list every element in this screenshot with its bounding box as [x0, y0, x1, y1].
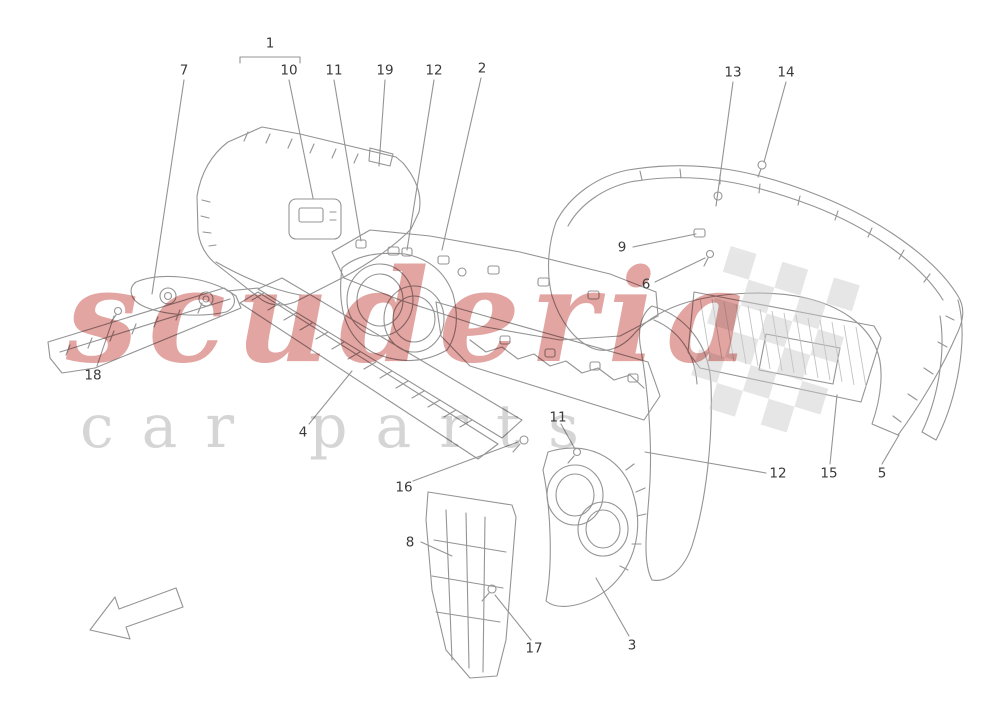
callout-16: 16	[395, 479, 413, 496]
part-upper-vent-bezels	[340, 252, 457, 362]
leader-lines	[96, 77, 900, 641]
part-inner-quarter-panel	[196, 126, 421, 306]
callout-8: 8	[405, 534, 415, 551]
callout-9: 9	[617, 239, 627, 256]
callout-19: 19	[376, 62, 394, 79]
diffuser-hatching	[699, 297, 867, 388]
part-bumper-rails	[239, 277, 523, 460]
callout-10: 10	[280, 62, 298, 79]
callout-3: 3	[627, 637, 637, 654]
callout-17: 17	[525, 640, 543, 657]
checkered-flag-watermark	[691, 245, 860, 433]
callout-13: 13	[724, 64, 742, 81]
part-corner-section	[638, 305, 712, 581]
group-bracket	[239, 56, 301, 64]
part-rear-fascia	[548, 160, 964, 436]
part-carrier-panel	[331, 229, 659, 341]
part-wheel-arch-vent	[542, 447, 647, 607]
direction-arrow-icon	[89, 587, 184, 640]
callout-5: 5	[877, 465, 887, 482]
part-absorber-panel	[435, 301, 661, 421]
callout-12-bottom: 12	[769, 465, 787, 482]
callout-11-top: 11	[325, 62, 343, 79]
callout-12-top: 12	[425, 62, 443, 79]
part-corner-bracket	[130, 275, 259, 316]
part-diffuser	[687, 291, 882, 403]
part-edge-trim	[921, 299, 963, 441]
callout-11-bottom: 11	[549, 409, 567, 426]
callout-2: 2	[477, 60, 487, 77]
callout-18: 18	[84, 367, 102, 384]
callout-7: 7	[179, 62, 189, 79]
callout-6: 6	[641, 276, 651, 293]
callout-14: 14	[777, 64, 795, 81]
callout-15: 15	[820, 465, 838, 482]
fastener-screws	[481, 435, 582, 602]
part-sill-strip	[47, 287, 242, 374]
callout-1-group: 1	[265, 35, 275, 52]
callout-4: 4	[298, 424, 308, 441]
part-side-bracket	[425, 491, 517, 679]
